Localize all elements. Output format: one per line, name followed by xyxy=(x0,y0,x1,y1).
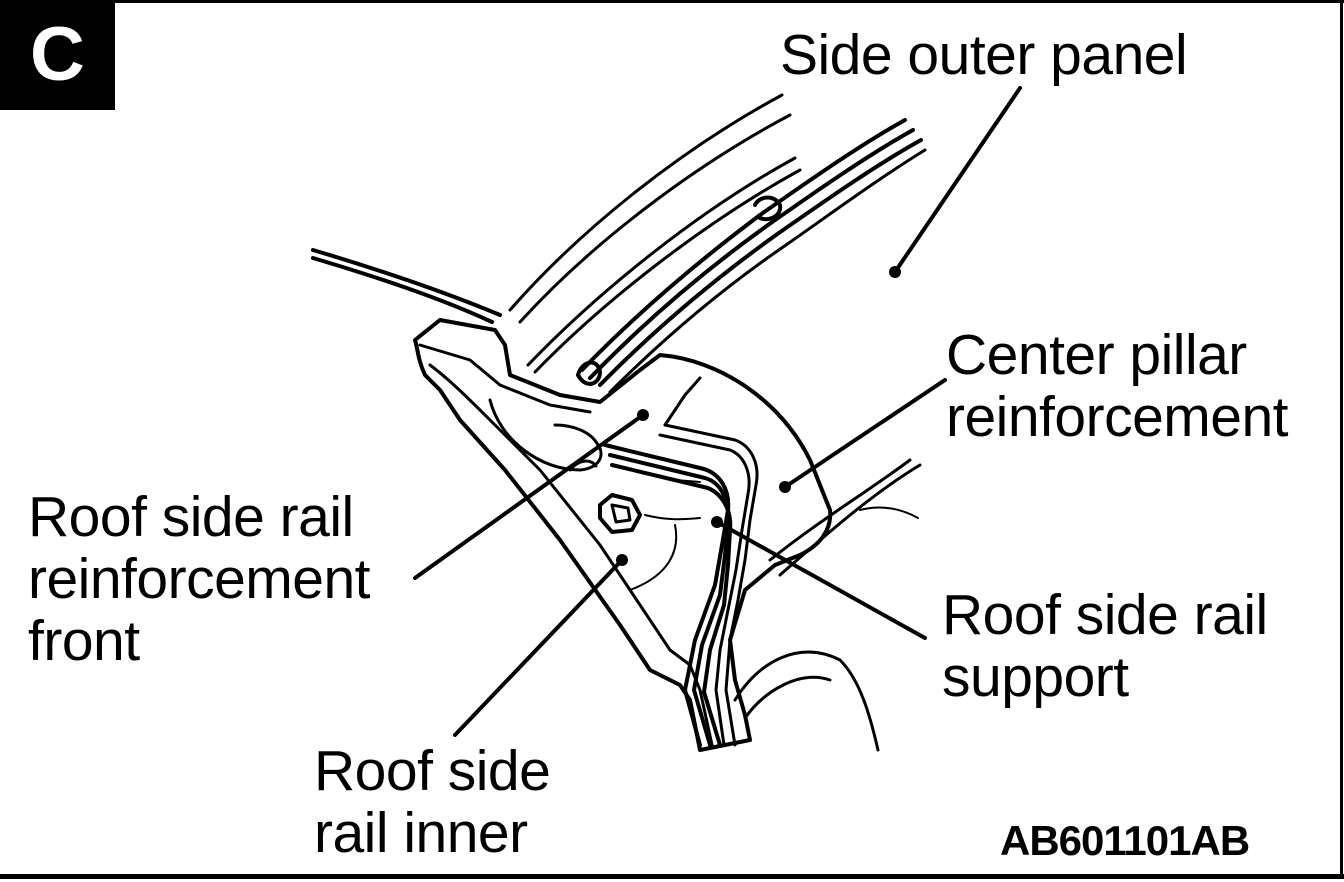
callout-reinforcement-front-line-1: Roof side rail xyxy=(28,485,354,549)
callout-roof-side-rail-reinforcement-front: Roof side rail reinforcement front xyxy=(28,485,371,673)
leader-roof-side-rail-inner xyxy=(453,558,624,737)
leader-dot-side-outer-panel xyxy=(889,266,901,278)
leader-dot-center-pillar-reinforcement xyxy=(779,481,791,493)
frame-bottom-border xyxy=(0,874,1344,879)
leader-dot-roof-side-rail-reinforcement-front xyxy=(637,409,649,421)
callout-center-pillar-line-1: Center pillar xyxy=(946,323,1247,387)
callout-roof-side-rail-inner: Roof side rail inner xyxy=(314,739,551,865)
figure-code: AB601101AB xyxy=(1000,817,1250,864)
callout-rail-support-line-1: Roof side rail xyxy=(942,583,1268,647)
side-outer-flange xyxy=(576,118,927,394)
callout-center-pillar-line-2: reinforcement xyxy=(946,385,1289,449)
callout-side-outer-panel-text: Side outer panel xyxy=(780,23,1188,87)
leader-side-outer-panel xyxy=(893,86,1022,274)
leader-dot-roof-side-rail-support xyxy=(711,516,723,528)
callout-rail-support-line-2: support xyxy=(942,645,1129,709)
roof-side-rail-support-channel xyxy=(603,376,759,747)
side-outer-panel-arcs xyxy=(508,93,802,374)
leader-roof-side-rail-reinforcement-front xyxy=(413,413,645,580)
callout-rail-inner-line-1: Roof side xyxy=(314,739,551,803)
frame-top-border xyxy=(0,0,1344,3)
inner-panel-contours xyxy=(629,458,922,752)
leader-lines xyxy=(413,86,1022,737)
leader-center-pillar-reinforcement xyxy=(783,378,947,489)
callout-reinforcement-front-line-3: front xyxy=(28,609,140,673)
callout-rail-inner-line-2: rail inner xyxy=(314,801,528,865)
section-letter-badge: C xyxy=(0,0,115,110)
frame-right-border xyxy=(1340,0,1343,878)
callout-side-outer-panel: Side outer panel xyxy=(780,23,1188,87)
callout-reinforcement-front-line-2: reinforcement xyxy=(28,547,371,611)
weld-nut xyxy=(598,493,642,534)
callout-roof-side-rail-support: Roof side rail support xyxy=(942,584,1268,708)
callout-center-pillar-reinforcement: Center pillar reinforcement xyxy=(946,323,1289,449)
leader-roof-side-rail-support xyxy=(715,520,927,640)
leader-dot-roof-side-rail-inner xyxy=(616,554,628,566)
roof-panel-lines xyxy=(311,248,502,324)
